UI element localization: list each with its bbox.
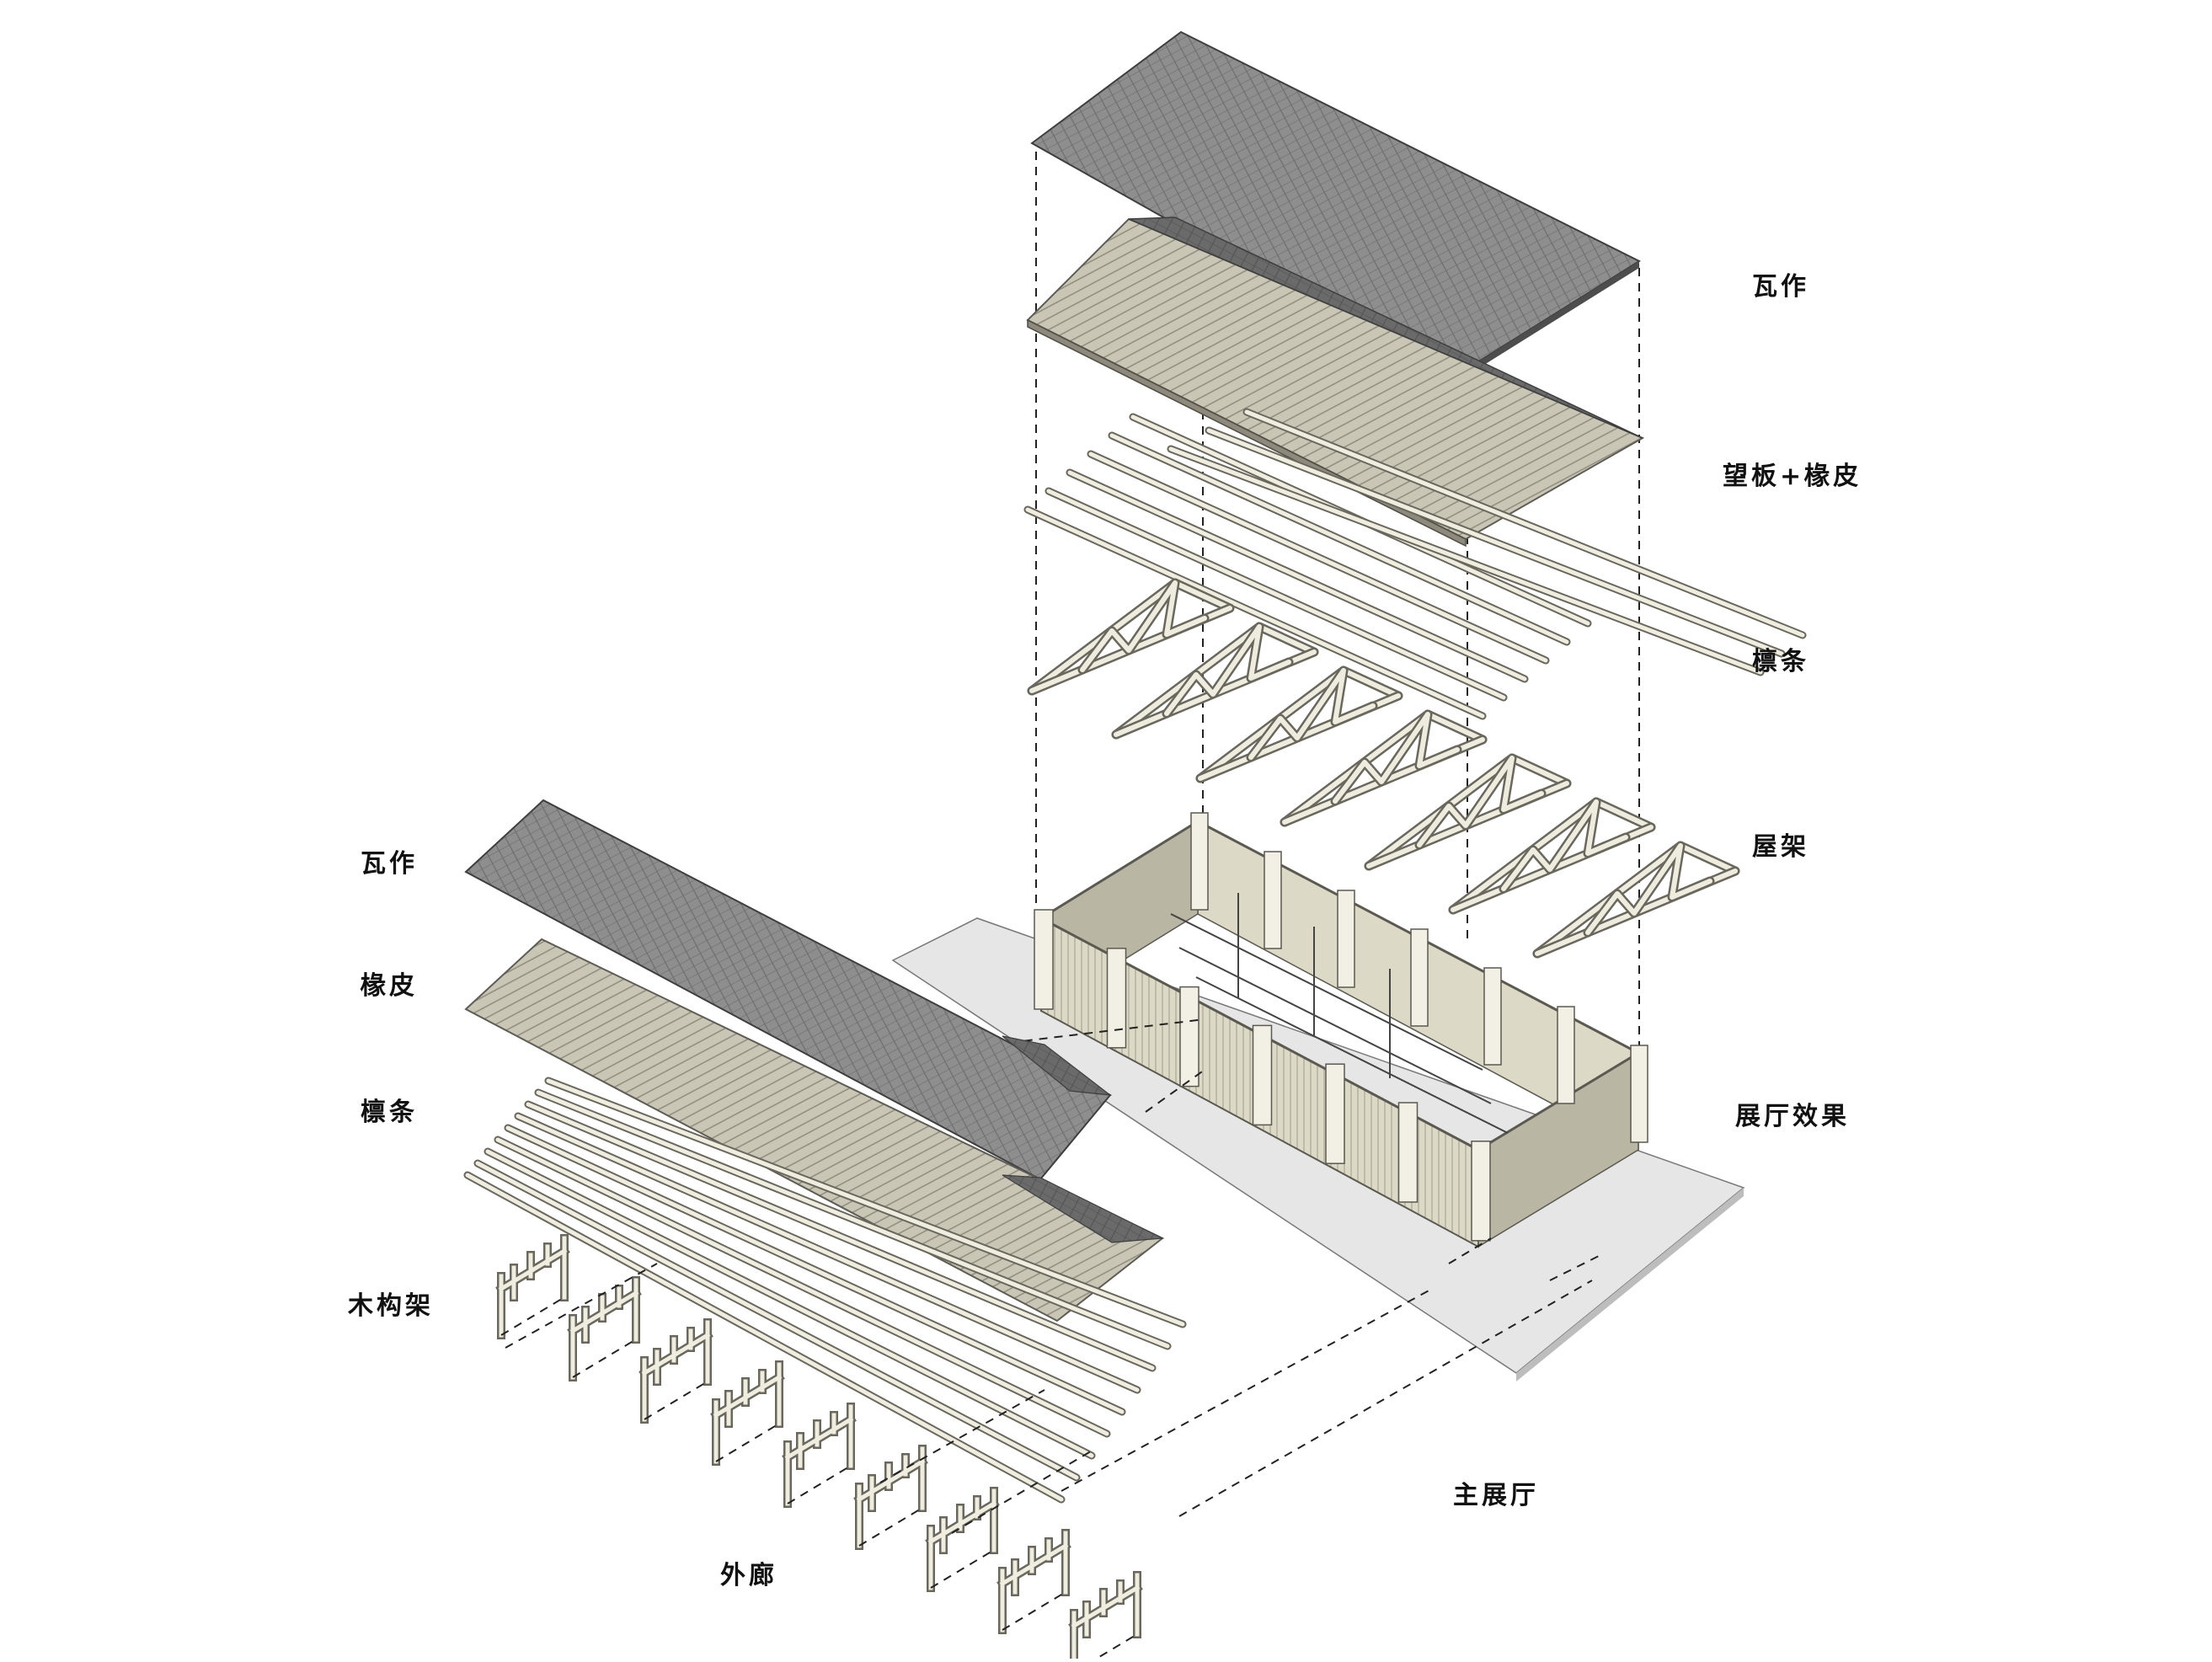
- main-ground-guides: [993, 1018, 1601, 1517]
- main-purlin: [1108, 431, 1571, 646]
- corridor-purlin: [544, 1077, 1187, 1328]
- wall-pier: [1410, 928, 1429, 1027]
- wall-pier: [1179, 986, 1200, 1088]
- main-purlin: [1066, 468, 1529, 683]
- main-purlin: [1205, 426, 1786, 658]
- corridor-timber-frame: [782, 1403, 857, 1508]
- main-purlin: [1023, 505, 1487, 720]
- corridor-purlin: [484, 1147, 1096, 1460]
- corridor-timber-frame: [567, 1276, 642, 1381]
- corridor-timber-frame: [710, 1360, 785, 1466]
- main-hall-walls: [1034, 812, 1648, 1248]
- corridor-timber-frame: [495, 1234, 570, 1339]
- label-main-hall-caption: 主展厅: [1453, 1481, 1539, 1510]
- corridor-ground-guides: [505, 1263, 1096, 1534]
- corridor-timber-frame: [925, 1487, 1000, 1592]
- label-corridor-tiles: 瓦作: [361, 849, 418, 879]
- roof-truss: [1448, 797, 1656, 915]
- roof-truss: [1364, 753, 1572, 871]
- corridor-purlin: [463, 1171, 1066, 1504]
- corridor-timber-frames: [495, 1234, 1143, 1662]
- wall-pier: [1252, 1024, 1273, 1126]
- wall-pier: [1483, 967, 1502, 1066]
- label-main-trusses: 屋架: [1752, 832, 1809, 862]
- main-purlin: [1087, 450, 1550, 665]
- main-purlins: [1023, 408, 1807, 720]
- wall-pier: [1106, 948, 1127, 1049]
- wall-pier: [1264, 851, 1282, 949]
- corridor-purlin: [473, 1159, 1081, 1482]
- label-corridor-caption: 外廊: [720, 1561, 777, 1590]
- wall-pier: [1034, 909, 1054, 1010]
- main-purlin: [1045, 487, 1508, 702]
- wall-pier: [1190, 812, 1209, 911]
- main-purlin: [1167, 445, 1765, 676]
- corridor-purlins: [463, 1077, 1187, 1504]
- corridor-purlin: [494, 1136, 1111, 1438]
- roof-truss: [1195, 665, 1403, 783]
- roof-truss: [1280, 709, 1488, 827]
- wall-pier: [1630, 1045, 1648, 1143]
- corridor-timber-frame: [1068, 1571, 1143, 1662]
- main-roof-trusses: [1027, 578, 1740, 959]
- wall-pier: [1337, 890, 1355, 988]
- corridor-purlin: [534, 1088, 1172, 1350]
- corridor-timber-frame: [638, 1318, 713, 1424]
- roof-truss: [1111, 622, 1319, 740]
- wall-pier: [1325, 1063, 1345, 1164]
- main-purlin: [1242, 408, 1807, 639]
- corridor-timber-frame: [853, 1445, 928, 1550]
- label-main-tiles: 瓦作: [1752, 272, 1809, 302]
- label-main-boards-rafters: 望板+椽皮: [1723, 462, 1862, 491]
- corridor-purlin: [504, 1124, 1126, 1416]
- wall-pier: [1397, 1102, 1419, 1203]
- roof-truss: [1027, 578, 1235, 696]
- label-corridor-rafters: 椽皮: [361, 971, 418, 1001]
- wall-pier: [1471, 1141, 1491, 1242]
- wall-pier: [1557, 1006, 1575, 1104]
- corridor-tile-roof: [464, 799, 1113, 1181]
- corridor-rafter-layer: [464, 938, 1165, 1323]
- label-corridor-frames: 木构架: [348, 1291, 434, 1321]
- corridor-timber-frame: [996, 1529, 1071, 1634]
- corridor-purlin: [514, 1112, 1141, 1394]
- corridor-purlin: [524, 1100, 1157, 1372]
- roof-truss: [1532, 841, 1740, 959]
- label-main-purlins: 檩条: [1752, 647, 1809, 676]
- label-main-hall-effect: 展厅效果: [1735, 1102, 1850, 1131]
- label-corridor-purlins: 檩条: [361, 1098, 418, 1127]
